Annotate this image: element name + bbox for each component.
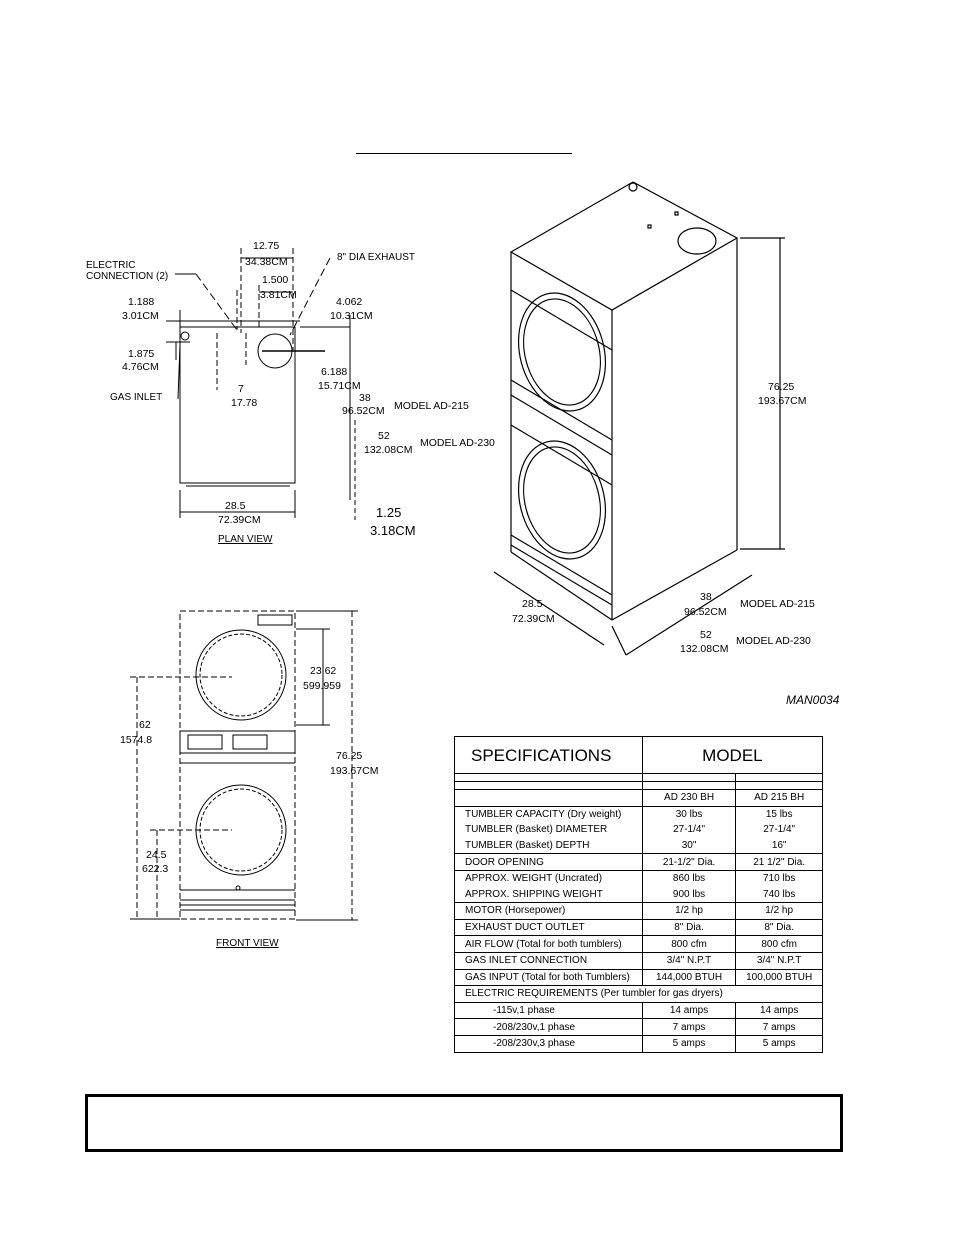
model-ad-215-label: MODEL AD-215 <box>394 400 469 412</box>
table-row: AIR FLOW (Total for both tumblers)800 cf… <box>454 935 823 953</box>
dim-3-18cm: 3.18CM <box>370 523 416 538</box>
iso-dim-72-39cm: 72.39CM <box>512 613 555 625</box>
dim-193-67cm-front: 193.67CM <box>330 765 378 777</box>
dim-10-31cm: 10.31CM <box>330 310 373 322</box>
specifications-table: SPECIFICATIONS MODEL AD 230 BH AD 215 BH… <box>454 736 824 1053</box>
iso-dim-28-5: 28.5 <box>522 598 543 610</box>
dim-7: 7 <box>238 383 244 395</box>
dim-1-188: 1.188 <box>128 296 154 308</box>
model-ad-230-label: MODEL AD-230 <box>420 437 495 449</box>
electric-label-1: ELECTRIC <box>86 260 135 271</box>
dim-52: 52 <box>378 430 390 442</box>
electric-requirements-row: ELECTRIC REQUIREMENTS (Per tumbler for g… <box>454 985 823 1003</box>
iso-dim-132-08cm: 132.08CM <box>680 643 728 655</box>
dim-38: 38 <box>359 392 371 404</box>
dim-12-75: 12.75 <box>253 240 279 252</box>
dim-1574-8: 1574.8 <box>120 734 152 746</box>
iso-dim-96-52cm: 96.52CM <box>684 606 727 618</box>
iso-dim-38: 38 <box>700 591 712 603</box>
iso-dim-52: 52 <box>700 629 712 641</box>
dim-62: 62 <box>139 719 151 731</box>
electric-label-2: CONNECTION (2) <box>86 271 168 282</box>
dim-96-52cm: 96.52CM <box>342 405 385 417</box>
model-a-header: AD 230 BH <box>641 789 737 807</box>
dim-3-81cm: 3.81CM <box>260 289 297 301</box>
dim-24-5: 24.5 <box>146 849 167 861</box>
dim-3-01cm: 3.01CM <box>122 310 159 322</box>
model-header: MODEL <box>641 736 824 774</box>
dim-72-39cm: 72.39CM <box>218 514 261 526</box>
dim-132-08cm: 132.08CM <box>364 444 412 456</box>
iso-model-215: MODEL AD-215 <box>740 598 815 610</box>
dim-622-3: 622.3 <box>142 863 168 875</box>
dim-1-500: 1.500 <box>262 274 288 286</box>
iso-model-230: MODEL AD-230 <box>736 635 811 647</box>
empty-notice-box <box>85 1094 843 1152</box>
drawing-id: MAN0034 <box>786 693 840 707</box>
title-underline <box>356 153 572 154</box>
dim-17-78: 17.78 <box>231 397 257 409</box>
plan-view-title: PLAN VIEW <box>218 534 273 545</box>
iso-dim-76-25: 76.25 <box>768 381 794 393</box>
dim-4-76cm: 4.76CM <box>122 361 159 373</box>
dim-28-5: 28.5 <box>225 500 246 512</box>
exhaust-label: 8" DIA EXHAUST <box>337 252 415 263</box>
front-view-title: FRONT VIEW <box>216 938 279 949</box>
spec-header: SPECIFICATIONS <box>454 736 643 774</box>
dim-23-62: 23.62 <box>310 665 336 677</box>
dim-6-188: 6.188 <box>321 366 347 378</box>
iso-dim-193-67cm: 193.67CM <box>758 395 806 407</box>
dim-4-062: 4.062 <box>336 296 362 308</box>
dim-76-25-front: 76.25 <box>336 750 362 762</box>
dim-34-38cm: 34.38CM <box>245 256 288 268</box>
dim-1-25: 1.25 <box>376 505 401 520</box>
model-b-header: AD 215 BH <box>735 789 823 807</box>
dim-599-959: 599.959 <box>303 680 341 692</box>
dim-15-71cm: 15.71CM <box>318 380 361 392</box>
table-row: GAS INPUT (Total for both Tumblers)144,0… <box>454 968 823 986</box>
dim-1-875: 1.875 <box>128 348 154 360</box>
gas-inlet-label: GAS INLET <box>110 392 162 403</box>
